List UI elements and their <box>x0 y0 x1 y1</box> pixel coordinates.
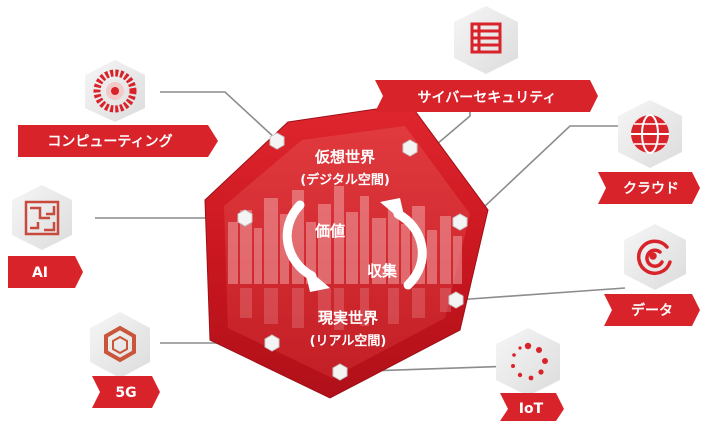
hexagon-network-icon <box>104 325 136 363</box>
dot-5g <box>264 334 280 352</box>
real-world-subtitle: (リアル空間) <box>310 333 387 349</box>
node-5g[interactable]: 5G <box>90 312 160 408</box>
iot-label: IoT <box>519 401 544 417</box>
dot-ai <box>237 209 253 227</box>
globe-icon <box>631 114 669 154</box>
virtual-world-subtitle: (デジタル空間) <box>300 172 390 188</box>
dot-data <box>448 291 464 309</box>
virtual-world-title: 仮想世界 <box>314 148 375 166</box>
computing-label: コンピューティング <box>47 133 172 150</box>
data-label: データ <box>631 302 673 319</box>
connector-cloud <box>467 125 630 223</box>
arrow-up-head-icon <box>380 198 406 224</box>
arrow-up-icon <box>393 209 427 290</box>
cycle-arrows <box>282 198 427 292</box>
node-computing[interactable]: コンピューティング <box>18 60 218 157</box>
spiral-icon <box>636 239 672 275</box>
connector-computing <box>160 91 278 141</box>
connector-data <box>455 287 626 301</box>
ai-label: AI <box>32 265 48 281</box>
value-label: 価値 <box>314 222 345 240</box>
dot-ring-icon <box>511 342 548 381</box>
5g-label: 5G <box>115 385 136 401</box>
node-cyber[interactable]: サイバーセキュリティ <box>375 6 598 112</box>
layered-shield-icon <box>470 22 502 54</box>
node-ai[interactable]: AI <box>8 185 83 288</box>
cloud-label: クラウド <box>623 181 679 197</box>
dot-cloud <box>452 213 468 231</box>
arrow-down-icon <box>282 200 317 281</box>
dot-iot <box>332 363 348 381</box>
cyber-label: サイバーセキュリティ <box>418 90 557 106</box>
dot-computing <box>269 132 285 150</box>
real-world-title: 現実世界 <box>318 309 378 327</box>
arrow-down-head-icon <box>304 266 330 292</box>
node-iot[interactable]: IoT <box>496 328 564 421</box>
collect-label: 収集 <box>367 262 398 280</box>
connector-dots <box>237 132 468 381</box>
node-cloud[interactable]: クラウド <box>598 100 700 204</box>
circuit-maze-icon <box>24 200 60 236</box>
node-data[interactable]: データ <box>604 224 700 326</box>
ring-gear-icon <box>93 69 137 113</box>
skyline-reflection <box>240 288 451 330</box>
dot-cyber <box>402 139 418 157</box>
